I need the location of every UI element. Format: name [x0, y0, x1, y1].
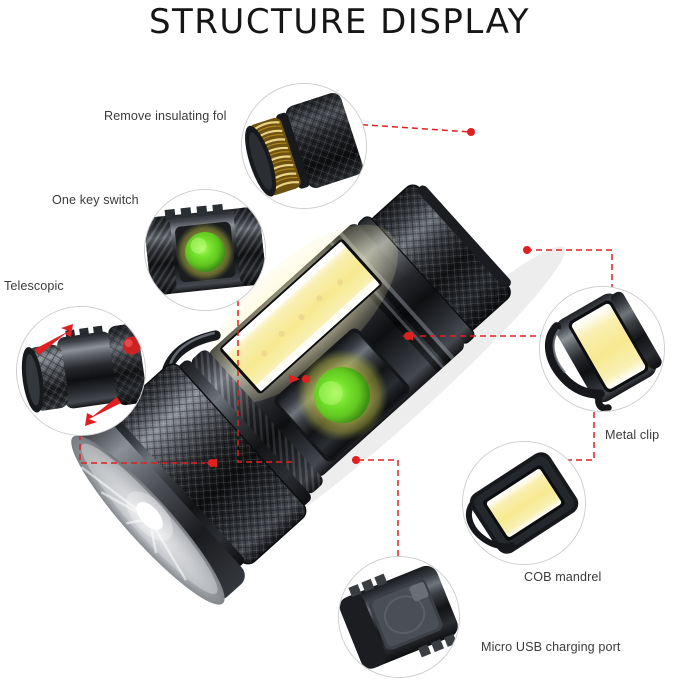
label-one-key-switch: One key switch	[52, 193, 139, 207]
label-insulating-foil: Remove insulating fol	[104, 109, 227, 123]
page-title: STRUCTURE DISPLAY	[148, 2, 531, 42]
label-micro-usb: Micro USB charging port	[481, 640, 621, 654]
callout-insulating-foil	[241, 83, 367, 209]
callout-telescopic	[16, 306, 146, 436]
label-metal-clip: Metal clip	[605, 428, 660, 442]
callout-one-key-switch	[144, 189, 266, 311]
label-telescopic: Telescopic	[4, 279, 64, 293]
label-cob-mandrel: COB mandrel	[524, 570, 602, 584]
callout-micro-usb	[338, 556, 460, 678]
callout-cob-mandrel	[462, 441, 586, 565]
callout-metal-clip	[539, 286, 665, 412]
